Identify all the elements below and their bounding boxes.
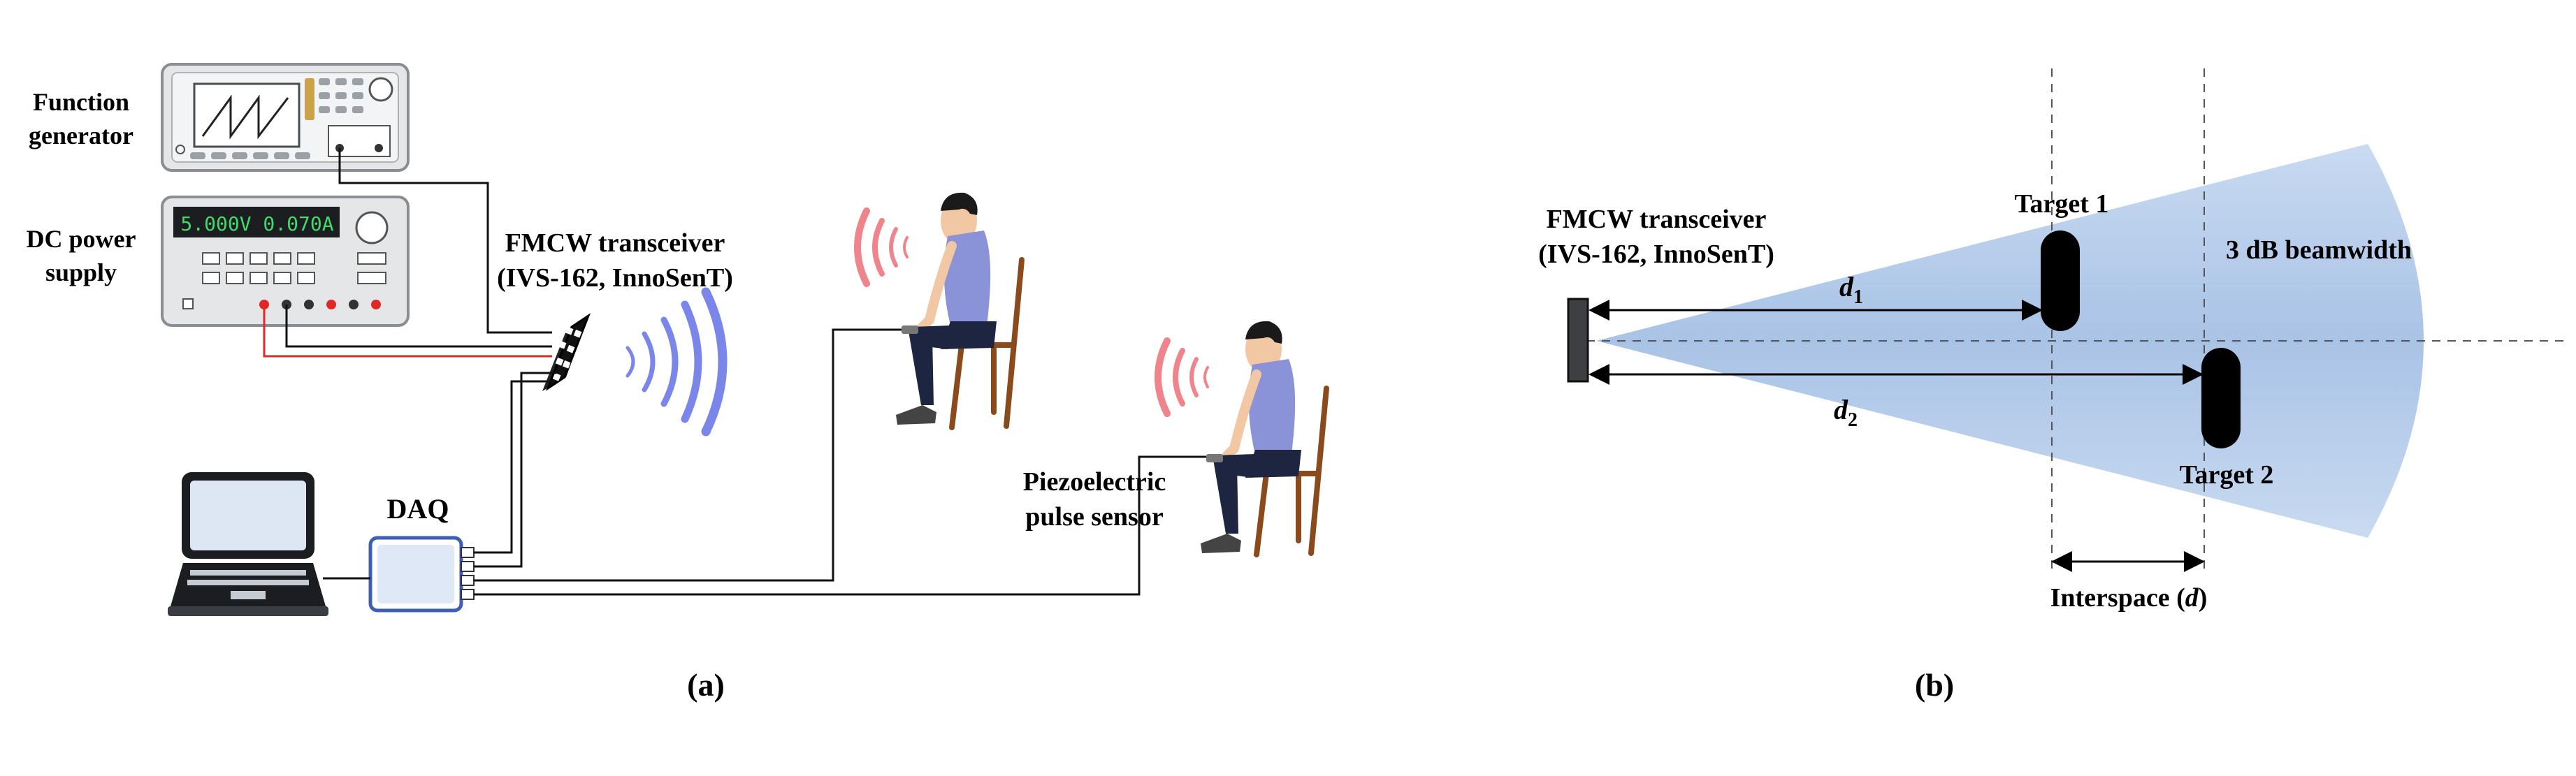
daq-cables (474, 328, 1210, 596)
fmcw-transceiver-bar (1567, 298, 1589, 383)
d2-subscript: 2 (1848, 409, 1858, 431)
interspace-close: ) (2199, 583, 2208, 613)
function-generator-label-2: generator (29, 122, 133, 149)
fmcw-transceiver-device (542, 313, 591, 391)
radar-waves-red-2 (1155, 337, 1209, 417)
fmcw-label-a-1: FMCW transceiver (505, 228, 725, 258)
function-generator-label-1: Function (33, 88, 129, 116)
beamwidth-label: 3 dB beamwidth (2226, 235, 2412, 265)
piezo-label-1: Piezoelectric (1023, 467, 1166, 497)
caption-a: (a) (687, 667, 725, 703)
panel-b: FMCW transceiver (IVS-162, InnoSenT) Tar… (1538, 68, 2566, 703)
panel-a: Function generator 5.000V 0.070A DC powe… (27, 63, 1329, 703)
signal-cables (263, 148, 552, 358)
caption-b: (b) (1915, 667, 1954, 703)
target-2-marker (2201, 348, 2241, 448)
radar-waves-red-1 (854, 207, 909, 287)
dc-power-label-2: supply (45, 258, 117, 286)
dc-power-supply: 5.000V 0.070A (161, 196, 410, 327)
function-generator (161, 63, 410, 172)
d1-label: d1 (1839, 271, 1863, 308)
seated-person-1 (896, 192, 1025, 430)
fmcw-label-a-2: (IVS-162, InnoSenT) (497, 263, 733, 293)
d2-base: d (1834, 394, 1848, 425)
target-2-label: Target 2 (2180, 460, 2274, 490)
piezo-label-2: pulse sensor (1025, 502, 1164, 532)
daq-label: DAQ (387, 493, 449, 525)
fmcw-label-b-2: (IVS-162, InnoSenT) (1538, 240, 1774, 269)
target-1-label: Target 1 (2015, 189, 2109, 219)
interspace-variable: d (2185, 583, 2199, 613)
d1-subscript: 1 (1853, 286, 1863, 308)
target-1-marker (2041, 230, 2080, 331)
dc-power-label-1: DC power (27, 225, 136, 253)
fmcw-label-b-1: FMCW transceiver (1547, 205, 1767, 234)
interspace-text: Interspace ( (2050, 583, 2185, 613)
radar-waves-blue (625, 287, 728, 437)
interspace-label: Interspace (d) (2050, 583, 2208, 613)
daq-device (368, 536, 475, 613)
seated-person-2 (1201, 321, 1329, 557)
d1-base: d (1839, 271, 1854, 302)
d2-label: d2 (1834, 394, 1858, 431)
laptop (168, 472, 328, 616)
psu-display: 5.000V 0.070A (180, 212, 333, 235)
